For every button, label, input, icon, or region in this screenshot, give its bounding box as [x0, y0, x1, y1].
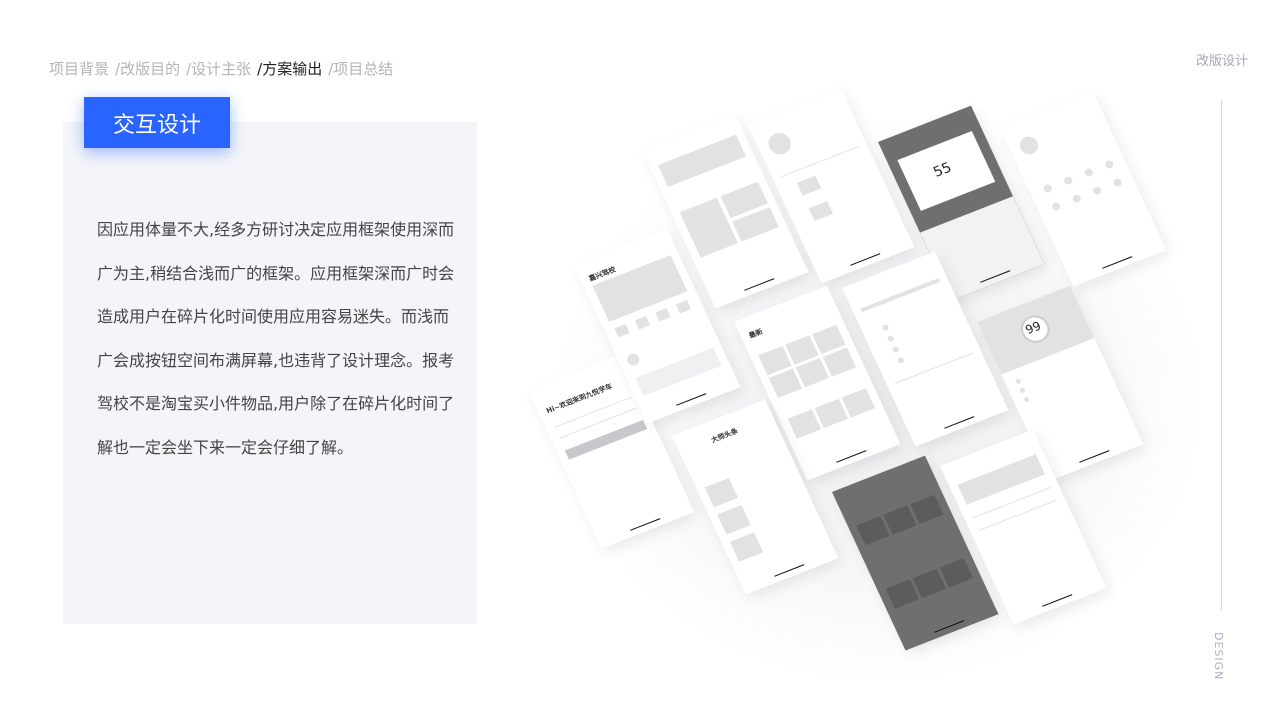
- corner-label: 改版设计: [1195, 54, 1248, 69]
- nav-item-background[interactable]: 项目背景: [49, 60, 110, 78]
- divider-line: [1221, 100, 1222, 610]
- nav-item-solution-output[interactable]: /方案输出: [257, 60, 323, 78]
- nav-item-purpose[interactable]: /改版目的: [115, 60, 181, 78]
- content-panel: [63, 122, 477, 624]
- list-title: 大师头条: [709, 427, 740, 445]
- breadcrumb-nav: 项目背景/改版目的/设计主张/方案输出/项目总结: [49, 58, 399, 79]
- login-title: Hi~欢迎来到九悦学车: [545, 382, 614, 416]
- feed-tab-latest[interactable]: 最新: [747, 327, 765, 340]
- nav-item-summary[interactable]: /项目总结: [328, 60, 394, 78]
- section-title: 交互设计: [84, 97, 230, 148]
- nav-item-design-proposal[interactable]: /设计主张: [186, 60, 252, 78]
- side-label: DESIGN: [1212, 632, 1225, 681]
- section-body: 因应用体量不大,经多方研讨决定应用框架使用深而广为主,稍结合浅而广的框架。应用框…: [97, 220, 455, 457]
